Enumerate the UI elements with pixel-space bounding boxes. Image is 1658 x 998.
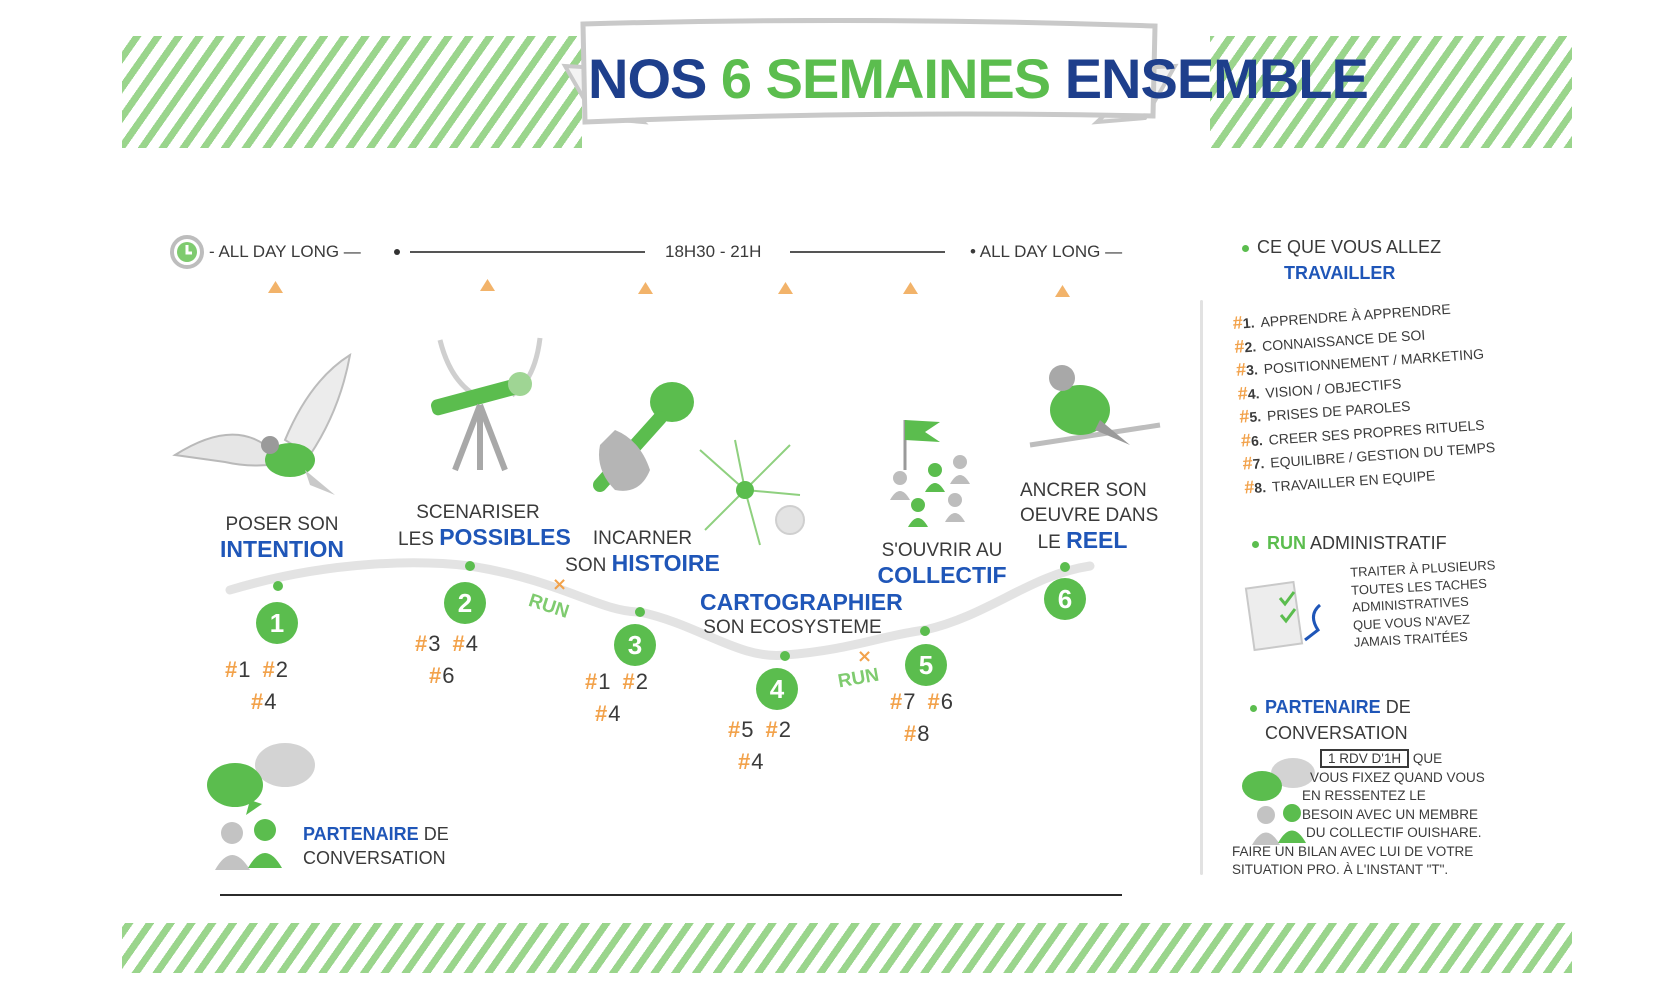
step-3-keyword: HISTOIRE — [611, 550, 720, 576]
run-keyword: RUN — [1267, 533, 1306, 553]
step-1-number: 1 — [256, 602, 298, 644]
bottom-partner-de: DE — [423, 824, 449, 844]
vertical-divider — [1200, 300, 1203, 875]
step-1-keyword: INTENTION — [220, 536, 344, 562]
work-heading: CE QUE VOUS ALLEZ TRAVAILLER — [1242, 234, 1441, 286]
flying-bird-icon — [172, 352, 352, 495]
partner-heading: PARTENAIRE DE CONVERSATION — [1250, 694, 1411, 746]
tag: 2 — [275, 657, 288, 682]
step-2-tags: #3#4 #6 — [415, 631, 478, 688]
step-2-keyword: POSSIBLES — [439, 524, 571, 550]
conversation-icon — [207, 743, 315, 870]
page-title: NOS 6 SEMAINES ENSEMBLE — [588, 46, 1369, 111]
run-heading-rest: ADMINISTRATIF — [1310, 533, 1447, 553]
tag: 4 — [465, 631, 478, 656]
tag: 4 — [264, 689, 277, 714]
clock-icon — [170, 235, 945, 269]
tag: 2 — [778, 717, 791, 742]
step-4-keyword: CARTOGRAPHIER — [700, 589, 903, 615]
bullet-dot — [1252, 540, 1259, 548]
step-2-prefix: LES — [398, 529, 434, 550]
marker-triangles — [268, 279, 1070, 297]
community-icon — [890, 420, 970, 527]
partner-heading-line2: CONVERSATION — [1265, 723, 1408, 743]
run-description: TRAITER À PLUSIEURS TOUTES LES TACHES AD… — [1349, 557, 1496, 650]
tag: 7 — [903, 689, 916, 714]
top-right-hatching — [1210, 36, 1572, 148]
tag: 6 — [442, 663, 455, 688]
step-3-label: INCARNER SON HISTOIRE — [560, 526, 725, 578]
step-1-tags: #1#2 #4 — [225, 657, 288, 714]
checklist-icon — [1244, 580, 1322, 652]
bottom-hatching — [122, 923, 1572, 973]
step-5-label: S'OUVRIR AU COLLECTIF — [872, 538, 1012, 588]
step-3-tags: #1#2 #4 — [585, 669, 648, 726]
bottom-partner-line2: CONVERSATION — [303, 848, 446, 868]
bottom-partner-keyword: PARTENAIRE — [303, 824, 419, 844]
title-part-2: 6 SEMAINES — [720, 47, 1051, 110]
work-heading-line1: CE QUE VOUS ALLEZ — [1257, 237, 1442, 257]
title-banner — [561, 18, 1179, 125]
bullet-dot — [1242, 244, 1249, 252]
partner-description: 1 RDV D'1H QUE VOUS FIXEZ QUAND VOUS EN … — [1232, 749, 1485, 877]
tag: 1 — [598, 669, 611, 694]
step-6-number: 6 — [1044, 578, 1086, 620]
step-2-number: 2 — [444, 582, 486, 624]
step-3-line1: INCARNER — [592, 528, 693, 549]
telescope-icon — [430, 337, 543, 472]
run-marker-1: × — [552, 574, 568, 595]
step-6-line2: OEUVRE DANS — [1020, 505, 1159, 526]
step-3-prefix: SON — [565, 555, 607, 576]
theme-list: #1.APPRENDRE À APPRENDRE #2.CONNAISSANCE… — [1232, 294, 1498, 499]
bullet-dot — [1250, 704, 1257, 712]
step-2-label: SCENARISER LES POSSIBLES — [398, 500, 571, 552]
tag: 4 — [608, 701, 621, 726]
baseline — [220, 894, 1122, 896]
step-2-line1: SCENARISER — [416, 502, 540, 523]
rdv-box: 1 RDV D'1H — [1320, 749, 1410, 768]
partner-heading-de: DE — [1385, 697, 1411, 717]
step-4-label: CARTOGRAPHIER SON ECOSYSTEME — [700, 589, 903, 640]
microphone-icon — [593, 382, 694, 492]
run-label-1: RUN — [525, 590, 572, 623]
step-6-label: ANCRER SON OEUVRE DANS LE REEL — [1020, 478, 1159, 555]
top-left-hatching — [122, 36, 582, 148]
step-4-number: 4 — [756, 668, 798, 710]
bottom-partner-label: PARTENAIRE DE CONVERSATION — [303, 822, 449, 870]
tag: 8 — [917, 721, 930, 746]
tag: 4 — [751, 749, 764, 774]
step-4-tags: #5#2 #4 — [728, 717, 791, 774]
step-4-line2: SON ECOSYSTEME — [703, 617, 882, 638]
perched-bird-icon — [1029, 365, 1161, 448]
tag: 3 — [428, 631, 441, 656]
step-6-line1: ANCRER SON — [1020, 480, 1147, 501]
time-label-evening: 18H30 - 21H — [665, 242, 762, 261]
tag: 6 — [940, 689, 953, 714]
step-5-number: 5 — [905, 644, 947, 686]
work-heading-keyword: TRAVAILLER — [1284, 263, 1396, 283]
partner-keyword: PARTENAIRE — [1265, 697, 1381, 717]
run-marker-2: × — [857, 646, 873, 667]
step-6-keyword: REEL — [1066, 527, 1128, 553]
timebar: - ALL DAY LONG — 18H30 - 21H • ALL DAY L… — [165, 232, 1145, 272]
time-label-end: • ALL DAY LONG — — [970, 242, 1123, 261]
step-5-tags: #7#6 #8 — [890, 689, 953, 746]
title-part-1: NOS — [588, 47, 707, 110]
step-5-line1: S'OUVRIR AU — [881, 540, 1003, 561]
step-5-keyword: COLLECTIF — [877, 562, 1007, 588]
tag: 1 — [238, 657, 251, 682]
run-label-2: RUN — [836, 664, 881, 693]
tag: 5 — [741, 717, 754, 742]
title-part-3: ENSEMBLE — [1064, 47, 1369, 110]
step-1-line1: POSER SON — [225, 514, 339, 535]
step-6-prefix: LE — [1037, 532, 1061, 553]
step-1-label: POSER SON INTENTION — [212, 512, 352, 562]
time-label-start: - ALL DAY LONG — — [209, 242, 361, 261]
tag: 2 — [635, 669, 648, 694]
step-3-number: 3 — [614, 624, 656, 666]
run-heading: RUN ADMINISTRATIF — [1252, 530, 1447, 556]
